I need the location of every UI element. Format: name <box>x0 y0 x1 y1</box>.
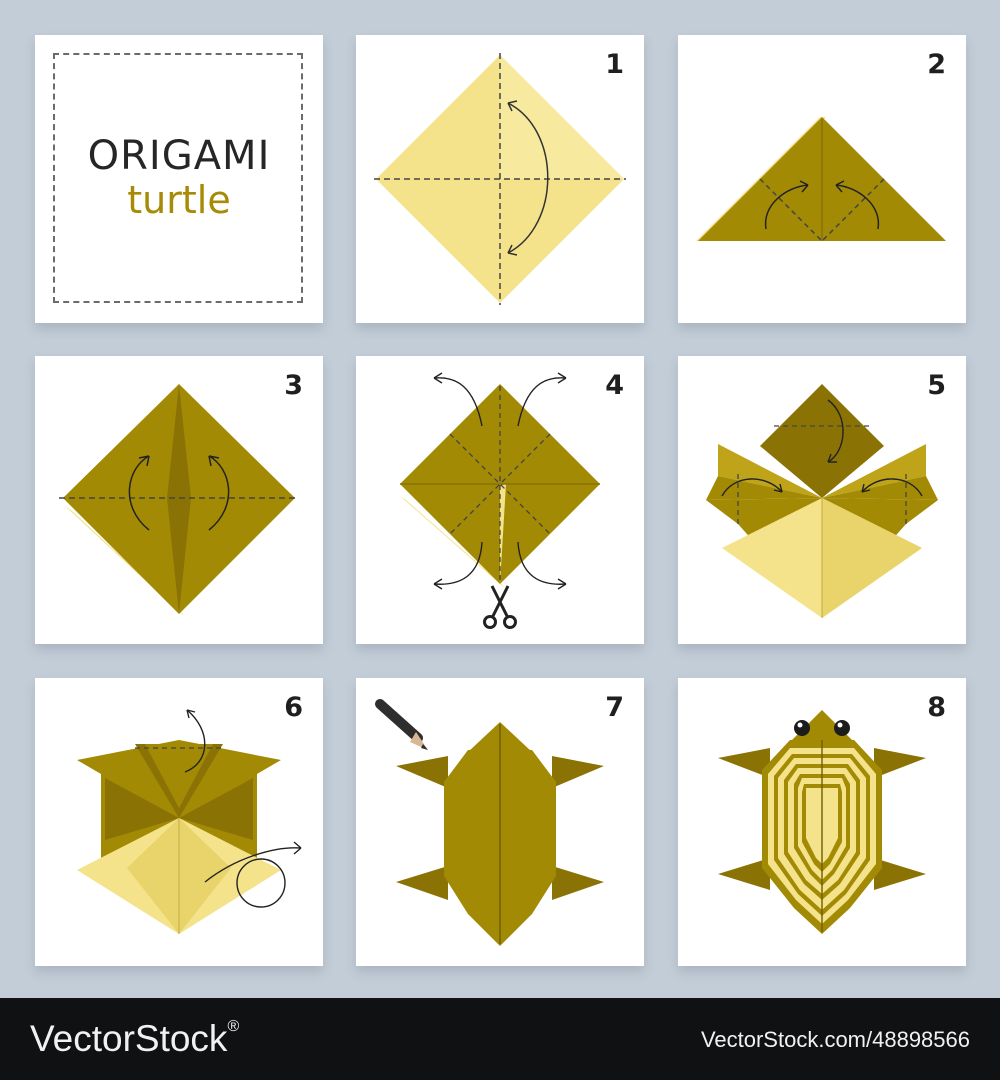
step-7-number: 7 <box>605 692 624 723</box>
brand-logo: VectorStock® <box>30 1018 239 1060</box>
step-2-number: 2 <box>927 49 946 80</box>
page-title: ORIGAMI <box>87 133 271 179</box>
left-eye <box>794 720 810 736</box>
step-1-card: 1 <box>356 35 644 323</box>
step-1-number: 1 <box>605 49 624 80</box>
step-4-diagram <box>400 372 600 629</box>
step-3-card: 3 <box>35 356 323 644</box>
step-6-number: 6 <box>284 692 303 723</box>
brand-name: VectorStock <box>30 1018 228 1059</box>
scissors-icon <box>483 585 517 629</box>
pencil-icon <box>375 699 428 750</box>
step-3-diagram <box>59 384 299 616</box>
step-8-card: 8 <box>678 678 966 966</box>
step-6-diagram <box>77 709 302 934</box>
title-card: ORIGAMI turtle <box>35 35 323 323</box>
step-3-number: 3 <box>284 370 303 401</box>
dashed-frame <box>53 53 303 303</box>
page-subtitle: turtle <box>127 178 231 222</box>
step-5-diagram <box>706 384 938 618</box>
registered-mark: ® <box>227 1018 240 1035</box>
step-4-card: 4 <box>356 356 644 644</box>
image-id: VectorStock.com/48898566 <box>700 1027 970 1052</box>
step-7-diagram <box>375 699 604 946</box>
step-8-number: 8 <box>927 692 946 723</box>
step-4-number: 4 <box>605 370 624 401</box>
step-5-card: 5 <box>678 356 966 644</box>
step-7-card: 7 <box>356 678 644 966</box>
right-eye <box>834 720 850 736</box>
step-8-diagram <box>718 710 926 934</box>
step-6-card: 6 <box>35 678 323 966</box>
footer-bar: VectorStock® VectorStock.com/48898566 <box>0 998 1000 1080</box>
step-5-number: 5 <box>927 370 946 401</box>
step-2-diagram <box>696 117 946 242</box>
step-1-diagram <box>374 53 626 305</box>
step-2-card: 2 <box>678 35 966 323</box>
